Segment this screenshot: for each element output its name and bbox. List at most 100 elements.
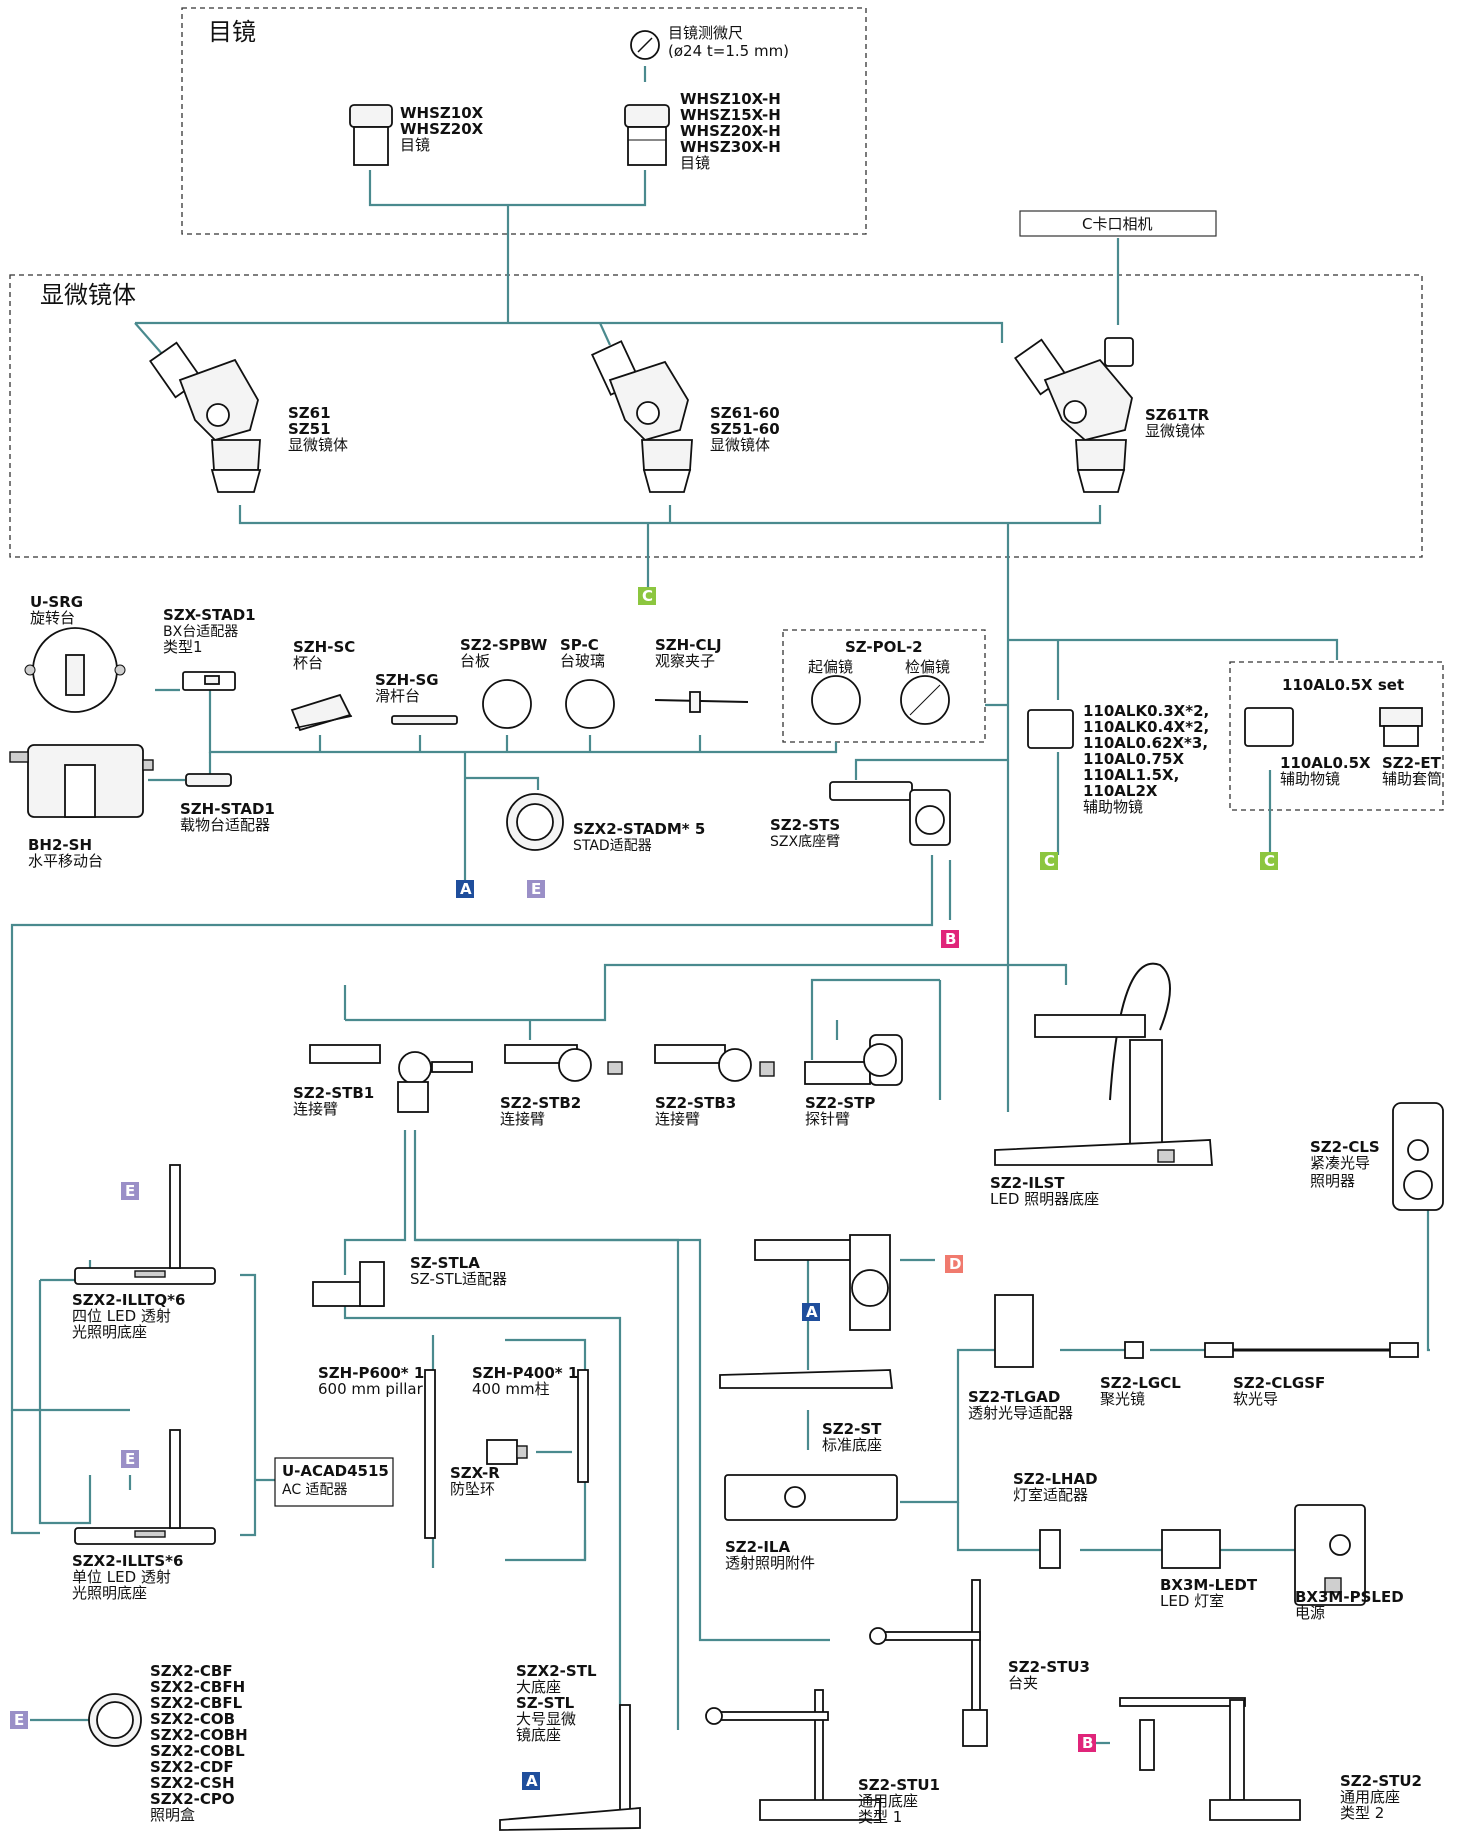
ledt-label-2: LED 灯室 [1160,1592,1224,1610]
illtq-label-3: 光照明底座 [72,1323,147,1341]
sz61tr-label-2: 显微镜体 [1145,422,1205,440]
stadm-label-1: SZX2-STADM* 5 [573,820,705,838]
reticle-icon [630,30,660,60]
svg-text:B: B [1082,1734,1093,1752]
eyepiece-group-title: 目镜 [208,18,256,46]
szx2-illts-icon [74,1429,216,1545]
sp-c-icon [565,679,615,729]
alk-label-4: 110AL0.75X [1083,750,1184,768]
spc-label-2: 台玻璃 [560,652,605,670]
body-group-title: 显微镜体 [40,281,136,309]
clj-label-1: SZH-CLJ [655,636,722,654]
badge-e-3: E [121,1450,139,1468]
stl-label-4: 大号显微 [516,1710,576,1728]
u-srg-icon [24,627,126,713]
svg-text:C: C [642,587,653,605]
svg-text:E: E [14,1711,24,1729]
sz61tr-body-icon [1014,337,1134,493]
svg-text:C: C [1264,852,1275,870]
stla-label-1: SZ-STLA [410,1254,480,1272]
alk-label-7: 辅助物镜 [1083,798,1143,816]
sz6160-label-3: 显微镜体 [710,436,770,454]
sz2-lgcl-icon [1124,1341,1144,1359]
stla-label-2: SZ-STL适配器 [410,1270,507,1288]
c-camera-box [1019,210,1217,237]
stb1-label-1: SZ2-STB1 [293,1084,374,1102]
illtq-label-2: 四位 LED 透射 [72,1307,171,1325]
alk-label-6: 110AL2X [1083,782,1158,800]
svg-text:D: D [949,1255,961,1273]
alk-label-2: 110ALK0.4X*2, [1083,718,1209,736]
badge-a-1: A [456,880,474,898]
sz2-stu2-icon [1119,1697,1301,1821]
psled-label-2: 电源 [1295,1604,1325,1622]
al05-label-2: 辅助物镜 [1280,770,1340,788]
sz2-stb2-icon [504,1044,623,1082]
stl-label-3: SZ-STL [516,1694,575,1712]
lhad-label-2: 灯室适配器 [1013,1486,1088,1504]
bh2-label-2: 水平移动台 [28,852,103,870]
szhsc-label-1: SZH-SC [293,638,355,656]
sz61-60-body-icon [591,340,693,493]
sz61-label-2: SZ51 [288,420,331,438]
svg-text:A: A [526,1772,538,1790]
al05-set-box [1229,661,1444,811]
stb2-label-1: SZ2-STB2 [500,1094,581,1112]
stu2-label-1: SZ2-STU2 [1340,1772,1422,1790]
szh-p600-icon [424,1369,436,1539]
stl-label-1: SZX2-STL [516,1662,597,1680]
sz2-tlgad-icon [994,1294,1034,1368]
stp-label-1: SZ2-STP [805,1094,875,1112]
lgcl-label-2: 聚光镜 [1100,1390,1145,1408]
cb-label-2: SZX2-CBFH [150,1678,245,1696]
spbw-label-1: SZ2-SPBW [460,636,548,654]
sz2-et-icon [1379,707,1423,747]
svg-text:A: A [460,880,472,898]
szxstad1-label-2: BX台适配器 [163,624,238,640]
szhsg-label-1: SZH-SG [375,671,439,689]
sz2-spbw-icon [482,679,532,729]
szh-sg-icon [391,715,458,725]
illts-label-3: 光照明底座 [72,1584,147,1602]
whszh-label-2: WHSZ15X-H [680,106,781,124]
eyepiece-group-box [181,7,867,235]
stl-label-5: 镜底座 [516,1726,561,1744]
szh-p400-icon [577,1369,589,1483]
acad-label-1: U-ACAD4515 [282,1462,389,1480]
spc-label-1: SP-C [560,636,599,654]
svg-text:A: A [806,1303,818,1321]
cls-label-3: 照明器 [1310,1172,1355,1190]
badge-c-1: C [638,587,656,605]
body-group-box [9,274,1423,558]
szxr-label-2: 防坠环 [450,1480,495,1498]
cb-label-7: SZX2-CDF [150,1758,234,1776]
ledt-label-1: BX3M-LEDT [1160,1576,1258,1594]
szx-r-icon [486,1439,528,1465]
svg-text:B: B [945,930,956,948]
bx3m-psled-icon [1294,1504,1366,1606]
sts-label-1: SZ2-STS [770,816,840,834]
polarizer-icon [811,675,861,725]
szxstad1-label-1: SZX-STAD1 [163,606,256,624]
stu3-label-2: 台夹 [1008,1674,1038,1692]
badge-e-4: E [10,1711,28,1729]
cls-label-2: 紧凑光导 [1310,1154,1370,1172]
clj-label-2: 观察夹子 [655,652,715,670]
stu2-label-2: 通用底座 [1340,1788,1400,1806]
badge-c-2: C [1040,852,1058,870]
tlgad-label-1: SZ2-TLGAD [968,1388,1060,1406]
stu1-label-2: 通用底座 [858,1792,918,1810]
reticle-label: 目镜测微尺 [668,24,743,42]
whszh-label-3: WHSZ20X-H [680,122,781,140]
svg-text:C: C [1044,852,1055,870]
reticle-spec: (ø24 t=1.5 mm) [668,42,789,60]
cls-label-1: SZ2-CLS [1310,1138,1380,1156]
acad-label-2: AC 适配器 [282,1482,348,1498]
badge-a-2: A [802,1303,820,1321]
sz61-label-3: 显微镜体 [288,436,348,454]
tlgad-label-2: 透射光导适配器 [968,1404,1073,1422]
stu2-label-3: 类型 2 [1340,1804,1384,1822]
illtq-label-1: SZX2-ILLTQ*6 [72,1291,185,1309]
p600-label-2: 600 mm pillar [318,1380,424,1398]
